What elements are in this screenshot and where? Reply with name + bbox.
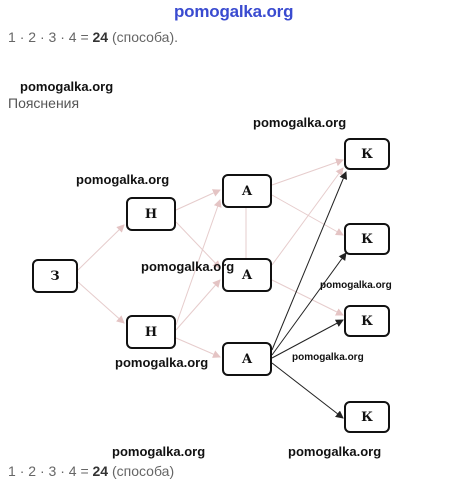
- factor: 2: [28, 463, 37, 479]
- operator: ·: [19, 29, 25, 45]
- edge-z-n2: [77, 281, 125, 324]
- watermark: pomogalka.org: [253, 115, 347, 130]
- site-header-watermark[interactable]: pomogalka.org: [174, 2, 294, 21]
- edge-a3-k3: [271, 319, 344, 359]
- node-k3: К: [344, 305, 390, 337]
- operator: ·: [60, 463, 65, 479]
- factor: 3: [48, 463, 57, 479]
- watermark: pomogalka.org: [115, 355, 209, 370]
- formula-bottom: 1 · 2 · 3 · 4 = 24 (способа): [8, 463, 174, 479]
- equals-sign: =: [80, 463, 89, 479]
- factor: 1: [8, 29, 16, 45]
- unit: (способа).: [111, 29, 178, 45]
- edge-n1-a1: [175, 189, 221, 211]
- edge-n2-a2: [175, 279, 221, 331]
- node-k4: К: [344, 401, 390, 433]
- edge-n1-a2: [175, 221, 221, 269]
- edge-a3-k2: [271, 252, 347, 356]
- operator: ·: [60, 29, 65, 45]
- explanations-heading: Пояснения: [8, 95, 80, 111]
- watermark: pomogalka.org: [320, 280, 392, 291]
- watermark: pomogalka.org: [292, 352, 364, 363]
- node-a1: А: [222, 174, 272, 208]
- result: 24: [92, 29, 109, 45]
- edge-n2-a3: [175, 337, 221, 358]
- watermark: pomogalka.org: [141, 259, 235, 274]
- unit: (способа): [111, 463, 175, 479]
- formula-top: 1 · 2 · 3 · 4 = 24 (способа).: [8, 29, 178, 45]
- factor: 2: [28, 29, 37, 45]
- watermark: pomogalka.org: [288, 444, 382, 459]
- factor: 4: [68, 463, 77, 479]
- edge-n2-a1: [175, 199, 222, 326]
- operator: ·: [19, 463, 25, 479]
- node-n1: Н: [126, 197, 176, 231]
- operator: ·: [39, 29, 45, 45]
- factor: 4: [68, 29, 77, 45]
- result: 24: [92, 463, 109, 479]
- watermark: pomogalka.org: [112, 444, 206, 459]
- watermark: pomogalka.org: [76, 172, 170, 187]
- node-k2: К: [344, 223, 390, 255]
- node-a3: А: [222, 342, 272, 376]
- equals-sign: =: [80, 29, 89, 45]
- edge-a1-k2: [271, 194, 344, 236]
- node-n2: Н: [126, 315, 176, 349]
- node-a2: А: [222, 258, 272, 292]
- edge-a3-k4: [271, 362, 344, 419]
- edge-a2-k1: [271, 167, 344, 266]
- edge-a3-k1: [271, 171, 348, 351]
- node-k1: К: [344, 138, 390, 170]
- factor: 3: [48, 29, 57, 45]
- factor: 1: [8, 463, 16, 479]
- operator: ·: [39, 463, 45, 479]
- watermark: pomogalka.org: [20, 79, 114, 94]
- node-z: З: [32, 259, 78, 293]
- edge-a1-k1: [271, 158, 344, 186]
- edge-a2-k3: [271, 279, 344, 316]
- edge-z-n1: [77, 224, 125, 271]
